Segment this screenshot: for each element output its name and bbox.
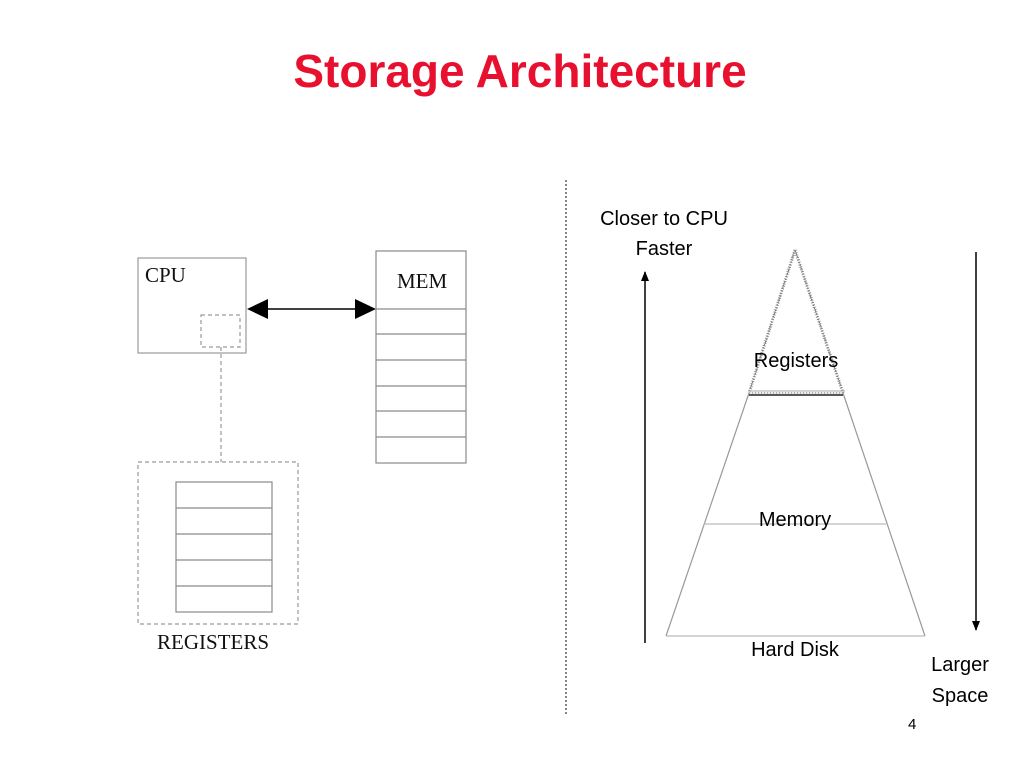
top-label-line1: Closer to CPU <box>600 208 728 230</box>
level-hard-disk: Hard Disk <box>751 639 840 661</box>
registers-label: REGISTERS <box>157 630 269 654</box>
registers-stack-rows <box>176 507 272 587</box>
mem-rows <box>376 308 466 438</box>
mem-box <box>375 250 467 464</box>
page-number: 4 <box>908 716 917 733</box>
cpu-register-marker <box>200 314 241 348</box>
cpu-label: CPU <box>145 263 186 287</box>
storage-pyramid <box>665 248 926 637</box>
cpu-box <box>137 257 247 354</box>
cpu-mem-arrowhead-right <box>355 299 376 319</box>
bottom-label-line2: Space <box>932 685 989 707</box>
level-registers: Registers <box>754 350 838 372</box>
top-label-line2: Faster <box>636 238 693 260</box>
cpu-mem-arrowhead-left <box>247 299 268 319</box>
bottom-label-line1: Larger <box>931 654 989 676</box>
slide-title: Storage Architecture <box>293 45 747 97</box>
mem-label: MEM <box>397 269 448 293</box>
registers-group <box>137 461 299 625</box>
level-memory: Memory <box>759 509 831 531</box>
registers-stack <box>175 481 273 613</box>
